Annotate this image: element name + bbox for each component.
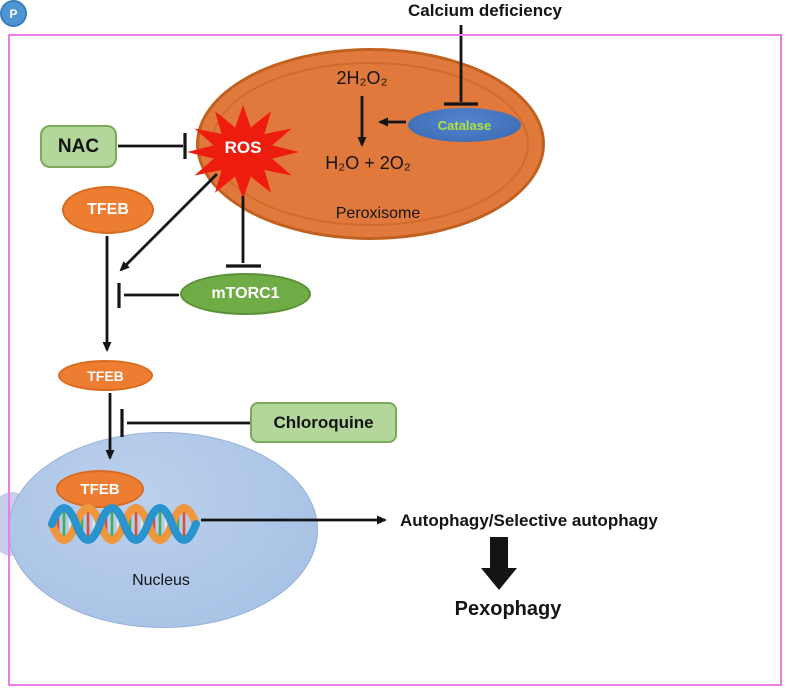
tfeb-label: TFEB xyxy=(87,367,124,384)
mtorc1-inhibits-tfeb-connector xyxy=(117,283,179,308)
catalase-ellipse: Catalase xyxy=(408,108,521,142)
calcium-deficiency-label: Calcium deficiency xyxy=(407,1,563,20)
autophagy-label: Autophagy/Selective autophagy xyxy=(400,511,658,530)
ros-label: ROS xyxy=(224,138,262,157)
phospho-tfeb-ellipse: TFEB xyxy=(62,186,154,234)
mtorc1-ellipse: mTORC1 xyxy=(180,273,311,315)
pexophagy-label: Pexophagy xyxy=(454,598,562,620)
nac-label: NAC xyxy=(57,135,100,157)
catalase-label: Catalase xyxy=(437,117,492,133)
reaction-products-label: H₂O + 2O₂ xyxy=(325,153,411,173)
peroxisome-inner-membrane xyxy=(211,62,529,226)
nuclear-tfeb-ellipse: TFEB xyxy=(56,470,144,508)
tfeb-label: TFEB xyxy=(80,480,120,498)
tfeb-label: TFEB xyxy=(87,201,129,218)
phosphate-icon: P xyxy=(0,0,27,27)
autophagy-to-pexophagy-block-arrow xyxy=(481,537,517,590)
chloroquine-label: Chloroquine xyxy=(273,412,374,432)
h2o2-label: 2H₂O₂ xyxy=(336,68,388,88)
nac-box: NAC xyxy=(40,125,117,168)
nac-inhibits-ros-connector xyxy=(118,133,187,159)
cytosolic-tfeb-ellipse: TFEB xyxy=(58,360,153,391)
chloroquine-box: Chloroquine xyxy=(250,402,397,443)
mtorc1-label: mTORC1 xyxy=(211,285,280,302)
phosphate-label: P xyxy=(9,6,18,21)
nucleus-ellipse xyxy=(8,432,318,628)
peroxisome-label: Peroxisome xyxy=(335,205,421,222)
nucleus-label: Nucleus xyxy=(132,572,190,589)
